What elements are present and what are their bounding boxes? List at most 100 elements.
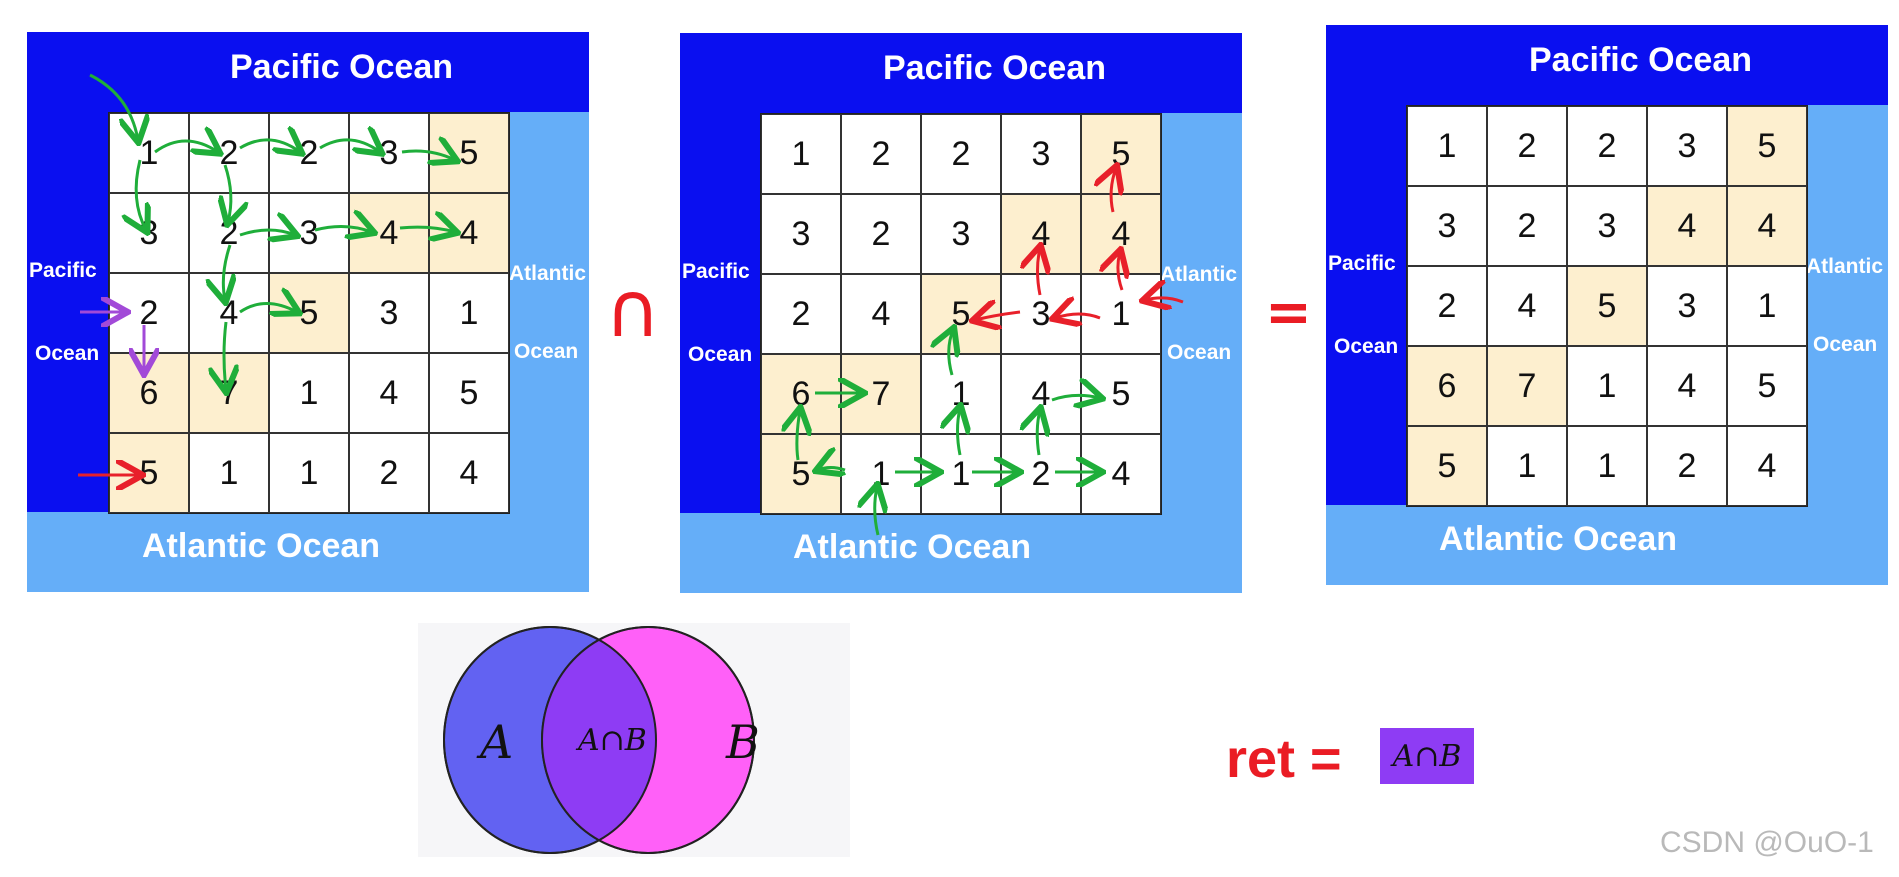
- pacific-side-label-2: Ocean: [35, 342, 100, 365]
- venn-circles: [443, 626, 755, 854]
- intersection-label: A∩B: [578, 723, 647, 758]
- grid-cell: 1: [1081, 274, 1161, 354]
- grid-cell: 2: [921, 114, 1001, 194]
- grid-cell: 5: [429, 353, 509, 433]
- grid-cell: 3: [349, 273, 429, 353]
- pacific-side-label-2: Ocean: [688, 343, 753, 366]
- grid-cell: 1: [761, 114, 841, 194]
- grid-cell: 2: [1487, 106, 1567, 186]
- grid-cell: 4: [349, 353, 429, 433]
- grid-cell: 5: [1407, 426, 1487, 506]
- atlantic-ocean-title: Atlantic Ocean: [142, 527, 381, 565]
- grid-cell: 7: [189, 353, 269, 433]
- grid-cell: 6: [109, 353, 189, 433]
- grid-cell: 1: [841, 434, 921, 514]
- grid-cell: 3: [761, 194, 841, 274]
- grid-cell: 4: [1081, 194, 1161, 274]
- grid-cell: 4: [1647, 346, 1727, 426]
- grid-cell: 4: [189, 273, 269, 353]
- grid-cell: 1: [189, 433, 269, 513]
- grid-cell: 3: [1647, 266, 1727, 346]
- grid-cell: 2: [1001, 434, 1081, 514]
- grid-cell: 6: [761, 354, 841, 434]
- atlantic-side-label-2: Ocean: [514, 340, 579, 363]
- grid-cell: 1: [1407, 106, 1487, 186]
- grid-cell: 4: [429, 433, 509, 513]
- grid-cell: 3: [921, 194, 1001, 274]
- grid-cell: 5: [109, 433, 189, 513]
- grid-cell: 5: [921, 274, 1001, 354]
- set-b-label: B: [726, 715, 760, 769]
- pacific-ocean-title: Pacific Ocean: [883, 49, 1107, 87]
- grid-cell: 2: [109, 273, 189, 353]
- grid-cell: 4: [1647, 186, 1727, 266]
- grid-cell: 5: [1727, 346, 1807, 426]
- intersection-region: [542, 627, 656, 853]
- grid-cell: 2: [1567, 106, 1647, 186]
- grid-cell: 3: [1567, 186, 1647, 266]
- atlantic-ocean-title: Atlantic Ocean: [793, 528, 1032, 566]
- grid-cell: 3: [349, 113, 429, 193]
- grid-cell: 1: [1567, 346, 1647, 426]
- grid-cell: 5: [761, 434, 841, 514]
- grid-cell: 2: [841, 194, 921, 274]
- grid-cell: 2: [1487, 186, 1567, 266]
- pacific-ocean-title: Pacific Ocean: [230, 48, 454, 86]
- grid-cell: 5: [1081, 114, 1161, 194]
- atlantic-side-label: Atlantic: [1160, 263, 1238, 286]
- grid-cell: 5: [1081, 354, 1161, 434]
- grid-cell: 7: [1487, 346, 1567, 426]
- grid-cell: 4: [1001, 354, 1081, 434]
- grid-cell: 2: [349, 433, 429, 513]
- intersection-symbol: ∩: [605, 265, 661, 354]
- grid-cell: 5: [1567, 266, 1647, 346]
- grid-cell: 4: [1001, 194, 1081, 274]
- watermark: CSDN @OuO-1: [1660, 826, 1874, 859]
- result-value: A∩B: [1380, 728, 1474, 784]
- atlantic-side-label-2: Ocean: [1167, 341, 1232, 364]
- grid-cell: 2: [1647, 426, 1727, 506]
- grid-cell: 4: [1727, 426, 1807, 506]
- panel-result: Pacific Ocean Atlantic Ocean Pacific Oce…: [1326, 25, 1888, 585]
- grid-cell: 2: [761, 274, 841, 354]
- pacific-side-label: Pacific: [1328, 252, 1396, 275]
- grid-cell: 1: [1727, 266, 1807, 346]
- set-a-label: A: [480, 715, 514, 769]
- equals-symbol: =: [1265, 280, 1312, 345]
- grid-cell: 2: [269, 113, 349, 193]
- result-label: ret =: [1226, 729, 1342, 789]
- atlantic-side-label: Atlantic: [509, 262, 587, 285]
- grid-cell: 4: [1727, 186, 1807, 266]
- pacific-side-label: Pacific: [29, 259, 97, 282]
- atlantic-region-bottom: [1326, 505, 1888, 585]
- grid-cell: 4: [1081, 434, 1161, 514]
- grid-cell: 1: [109, 113, 189, 193]
- grid-cell: 1: [429, 273, 509, 353]
- grid-cell: 5: [269, 273, 349, 353]
- grid-cell: 4: [1487, 266, 1567, 346]
- grid-cell: 1: [269, 433, 349, 513]
- atlantic-side-label: Atlantic: [1806, 255, 1884, 278]
- grid-cell: 7: [841, 354, 921, 434]
- atlantic-side-label-2: Ocean: [1813, 333, 1878, 356]
- grid-cell: 1: [269, 353, 349, 433]
- grid-cell: 1: [921, 354, 1001, 434]
- grid-cell: 4: [429, 193, 509, 273]
- atlantic-region-bottom: [27, 512, 589, 592]
- grid-cell: 5: [429, 113, 509, 193]
- grid-cell: 3: [109, 193, 189, 273]
- grid-cell: 2: [841, 114, 921, 194]
- panel-atlantic-flow: Pacific Ocean Atlantic Ocean Pacific Oce…: [680, 33, 1242, 593]
- atlantic-region-bottom: [680, 513, 1242, 593]
- grid-cell: 3: [269, 193, 349, 273]
- pacific-side-label: Pacific: [682, 260, 750, 283]
- venn-diagram: A A∩B B: [418, 623, 850, 857]
- grid-cell: 1: [1487, 426, 1567, 506]
- atlantic-ocean-title: Atlantic Ocean: [1439, 520, 1678, 558]
- panel-pacific-flow: Pacific Ocean Atlantic Ocean Pacific Oce…: [27, 32, 589, 592]
- grid-cell: 6: [1407, 346, 1487, 426]
- grid-cell: 4: [349, 193, 429, 273]
